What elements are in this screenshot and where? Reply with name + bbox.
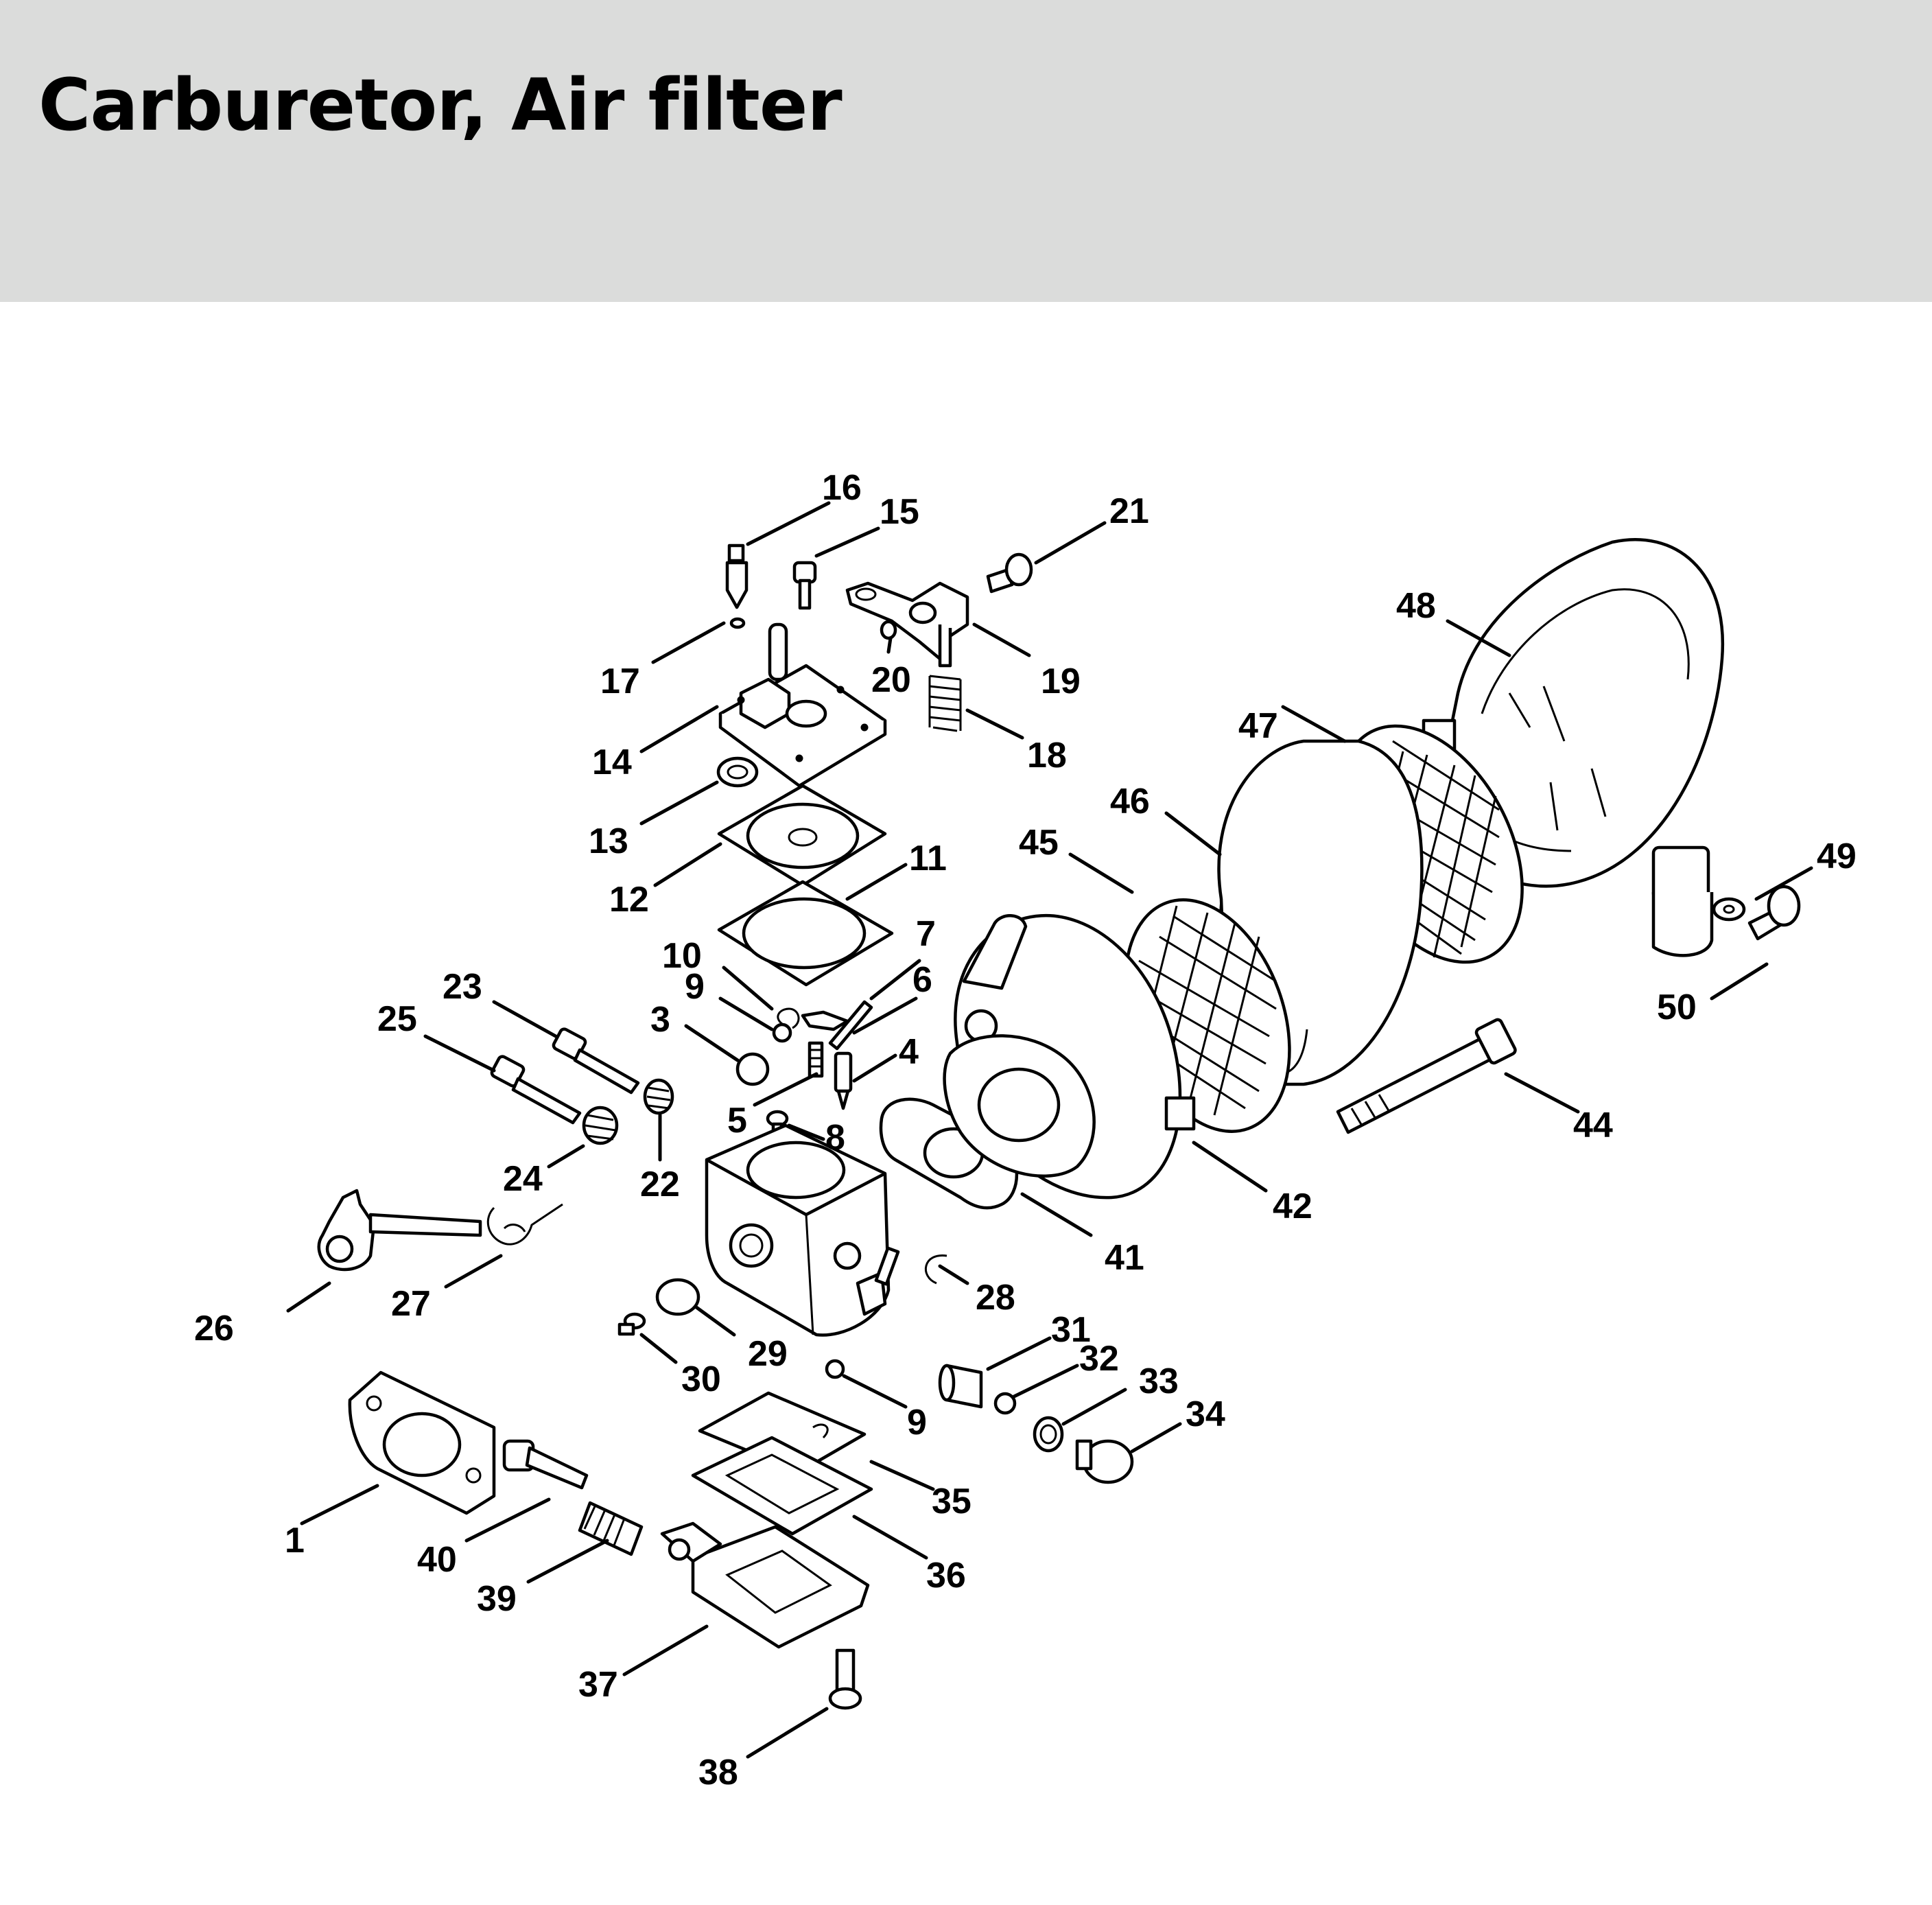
part-label: 4 [899,1032,919,1072]
part-label: 16 [822,468,862,508]
part-label: 34 [1186,1394,1225,1434]
page-title: Carburetor, Air filter [38,63,843,147]
part-label: 10 [662,936,702,976]
part-22-spring [643,1078,674,1115]
part-50-screw [1747,885,1801,941]
part-14-pump-cover [718,622,887,788]
part-49-washer [1712,897,1746,922]
part-label: 32 [1079,1339,1119,1379]
part-15-screw [792,561,817,610]
part-label: 13 [589,821,628,861]
part-label: 23 [443,967,482,1007]
part-label: 40 [417,1540,457,1580]
part-label: 7 [916,914,936,954]
part-4-needle [834,1051,853,1110]
part-label: 20 [871,660,911,700]
part-39-spring [578,1501,644,1556]
part-label: 9 [685,967,705,1007]
part-11-gasket [717,880,894,987]
part-label: 46 [1110,782,1150,821]
part-label: 36 [926,1556,966,1596]
part-label: 9 [907,1403,927,1442]
part-17-ring [729,617,746,629]
part-10-clip [777,1007,800,1029]
part-label: 31 [1051,1310,1091,1350]
part-6-lever [801,1010,849,1031]
part-label: 3 [650,1000,670,1040]
part-label: 38 [698,1753,738,1792]
part-37-pump-body [660,1521,870,1649]
part-label: 25 [377,999,417,1039]
part-label: 14 [592,743,632,782]
part-44-bolt [1336,1018,1517,1134]
part-label: 45 [1019,823,1059,863]
part-label: 8 [825,1118,845,1158]
part-20-pin [880,620,897,640]
part-label: 21 [1109,491,1149,531]
part-5-spring [808,1041,824,1078]
part-1-flange-gasket [348,1370,496,1515]
part-label: 48 [1396,586,1436,626]
part-label: 37 [578,1665,618,1705]
part-label: 50 [1657,987,1697,1027]
part-26-throttle-shaft [317,1189,482,1272]
part-label: 28 [976,1278,1015,1318]
leader-lines [286,501,1813,1759]
part-label: 49 [1817,837,1857,876]
part-label: 44 [1573,1106,1613,1145]
part-label: 17 [600,662,640,701]
part-18-spring [928,675,962,732]
part-32-screen [993,1392,1017,1415]
part-label: 15 [880,492,919,532]
header-bar: Carburetor, Air filter [0,0,1932,302]
carburetor-body [705,1123,900,1337]
part-label: 47 [1238,706,1278,746]
part-9-washer-lower [825,1359,845,1379]
part-25-screw [490,1055,582,1125]
part-19-lever [845,581,969,668]
part-label: 12 [609,880,649,920]
part-label: 35 [932,1482,971,1521]
part-label: 39 [477,1579,517,1619]
part-label: 1 [285,1521,305,1561]
part-40-screw [502,1439,589,1490]
part-label: 19 [1041,662,1081,701]
part-28-clip [924,1254,947,1285]
part-label: 18 [1027,736,1067,775]
part-27-spring [486,1203,563,1246]
part-24-spring [582,1106,619,1145]
part-label: 29 [748,1334,788,1374]
part-34-plug [1075,1439,1134,1484]
part-3-disc [735,1052,770,1086]
part-label: 24 [503,1159,543,1199]
part-7-pin [828,1000,873,1051]
part-41-gasket [879,1034,1096,1210]
part-33-ring [1033,1416,1064,1453]
part-label: 22 [640,1165,680,1204]
part-31-sleeve [938,1364,983,1409]
part-label: 41 [1105,1238,1144,1278]
part-36-gasket [691,1436,873,1536]
part-label: 5 [727,1101,747,1141]
part-13-seal [716,756,759,788]
part-23-screw [552,1027,640,1095]
part-9-washer-upper [772,1022,792,1043]
part-label: 42 [1273,1187,1312,1226]
part-21-screw [986,552,1033,594]
part-38-screw [828,1648,862,1710]
part-label: 11 [909,839,947,878]
part-label: 30 [681,1359,721,1399]
part-number-labels: 1 3 4 5 6 7 8 9 9 10 11 12 13 14 15 16 1… [194,468,1857,1792]
part-label: 27 [391,1284,431,1324]
part-label: 6 [912,960,932,1000]
part-30-screw [617,1312,646,1336]
part-29-disc [655,1278,700,1316]
part-12-diaphragm [717,784,887,887]
part-label: 26 [194,1309,234,1348]
parts-artwork [317,538,1801,1710]
part-16-needle [725,544,749,609]
part-label: 33 [1139,1361,1179,1401]
